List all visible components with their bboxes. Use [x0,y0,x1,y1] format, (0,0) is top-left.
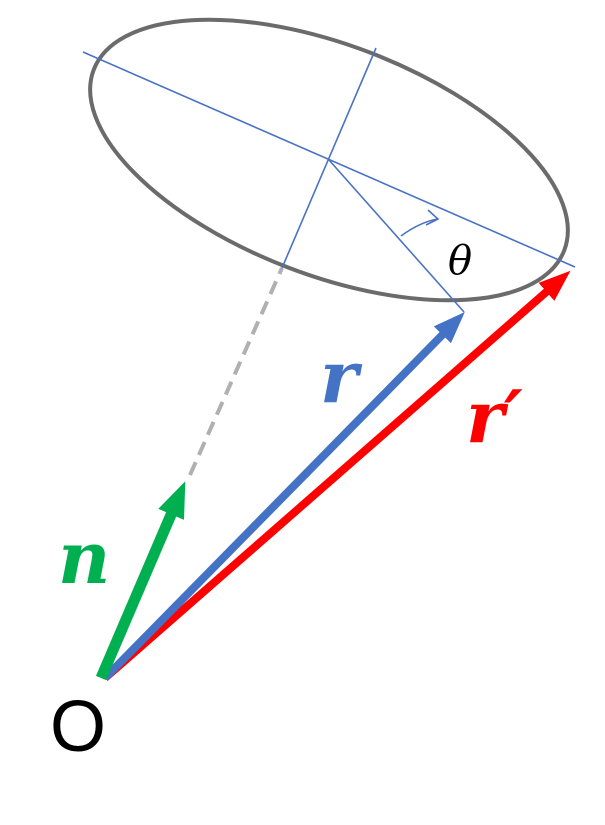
radius-to-r-line [328,159,465,313]
vector-r-prime-label: r′ [466,374,523,459]
angle-arc [400,218,439,237]
vector-r-label: r [320,334,363,419]
vectors [95,270,571,682]
rotation-ellipse [88,17,570,303]
angle-theta-label: θ [448,238,472,284]
vector-n-arrow [95,481,186,681]
minor-axis-line [281,47,377,269]
angle-arrowhead [425,209,440,226]
vector-n-label: n [58,515,110,600]
construction-lines [82,47,576,313]
rotation-axis-dashed-line [188,267,284,476]
ellipse-group [88,17,570,303]
origin-label: O [50,687,106,767]
vector-r-prime-arrow [102,270,571,682]
vector-r-arrow [102,312,465,681]
